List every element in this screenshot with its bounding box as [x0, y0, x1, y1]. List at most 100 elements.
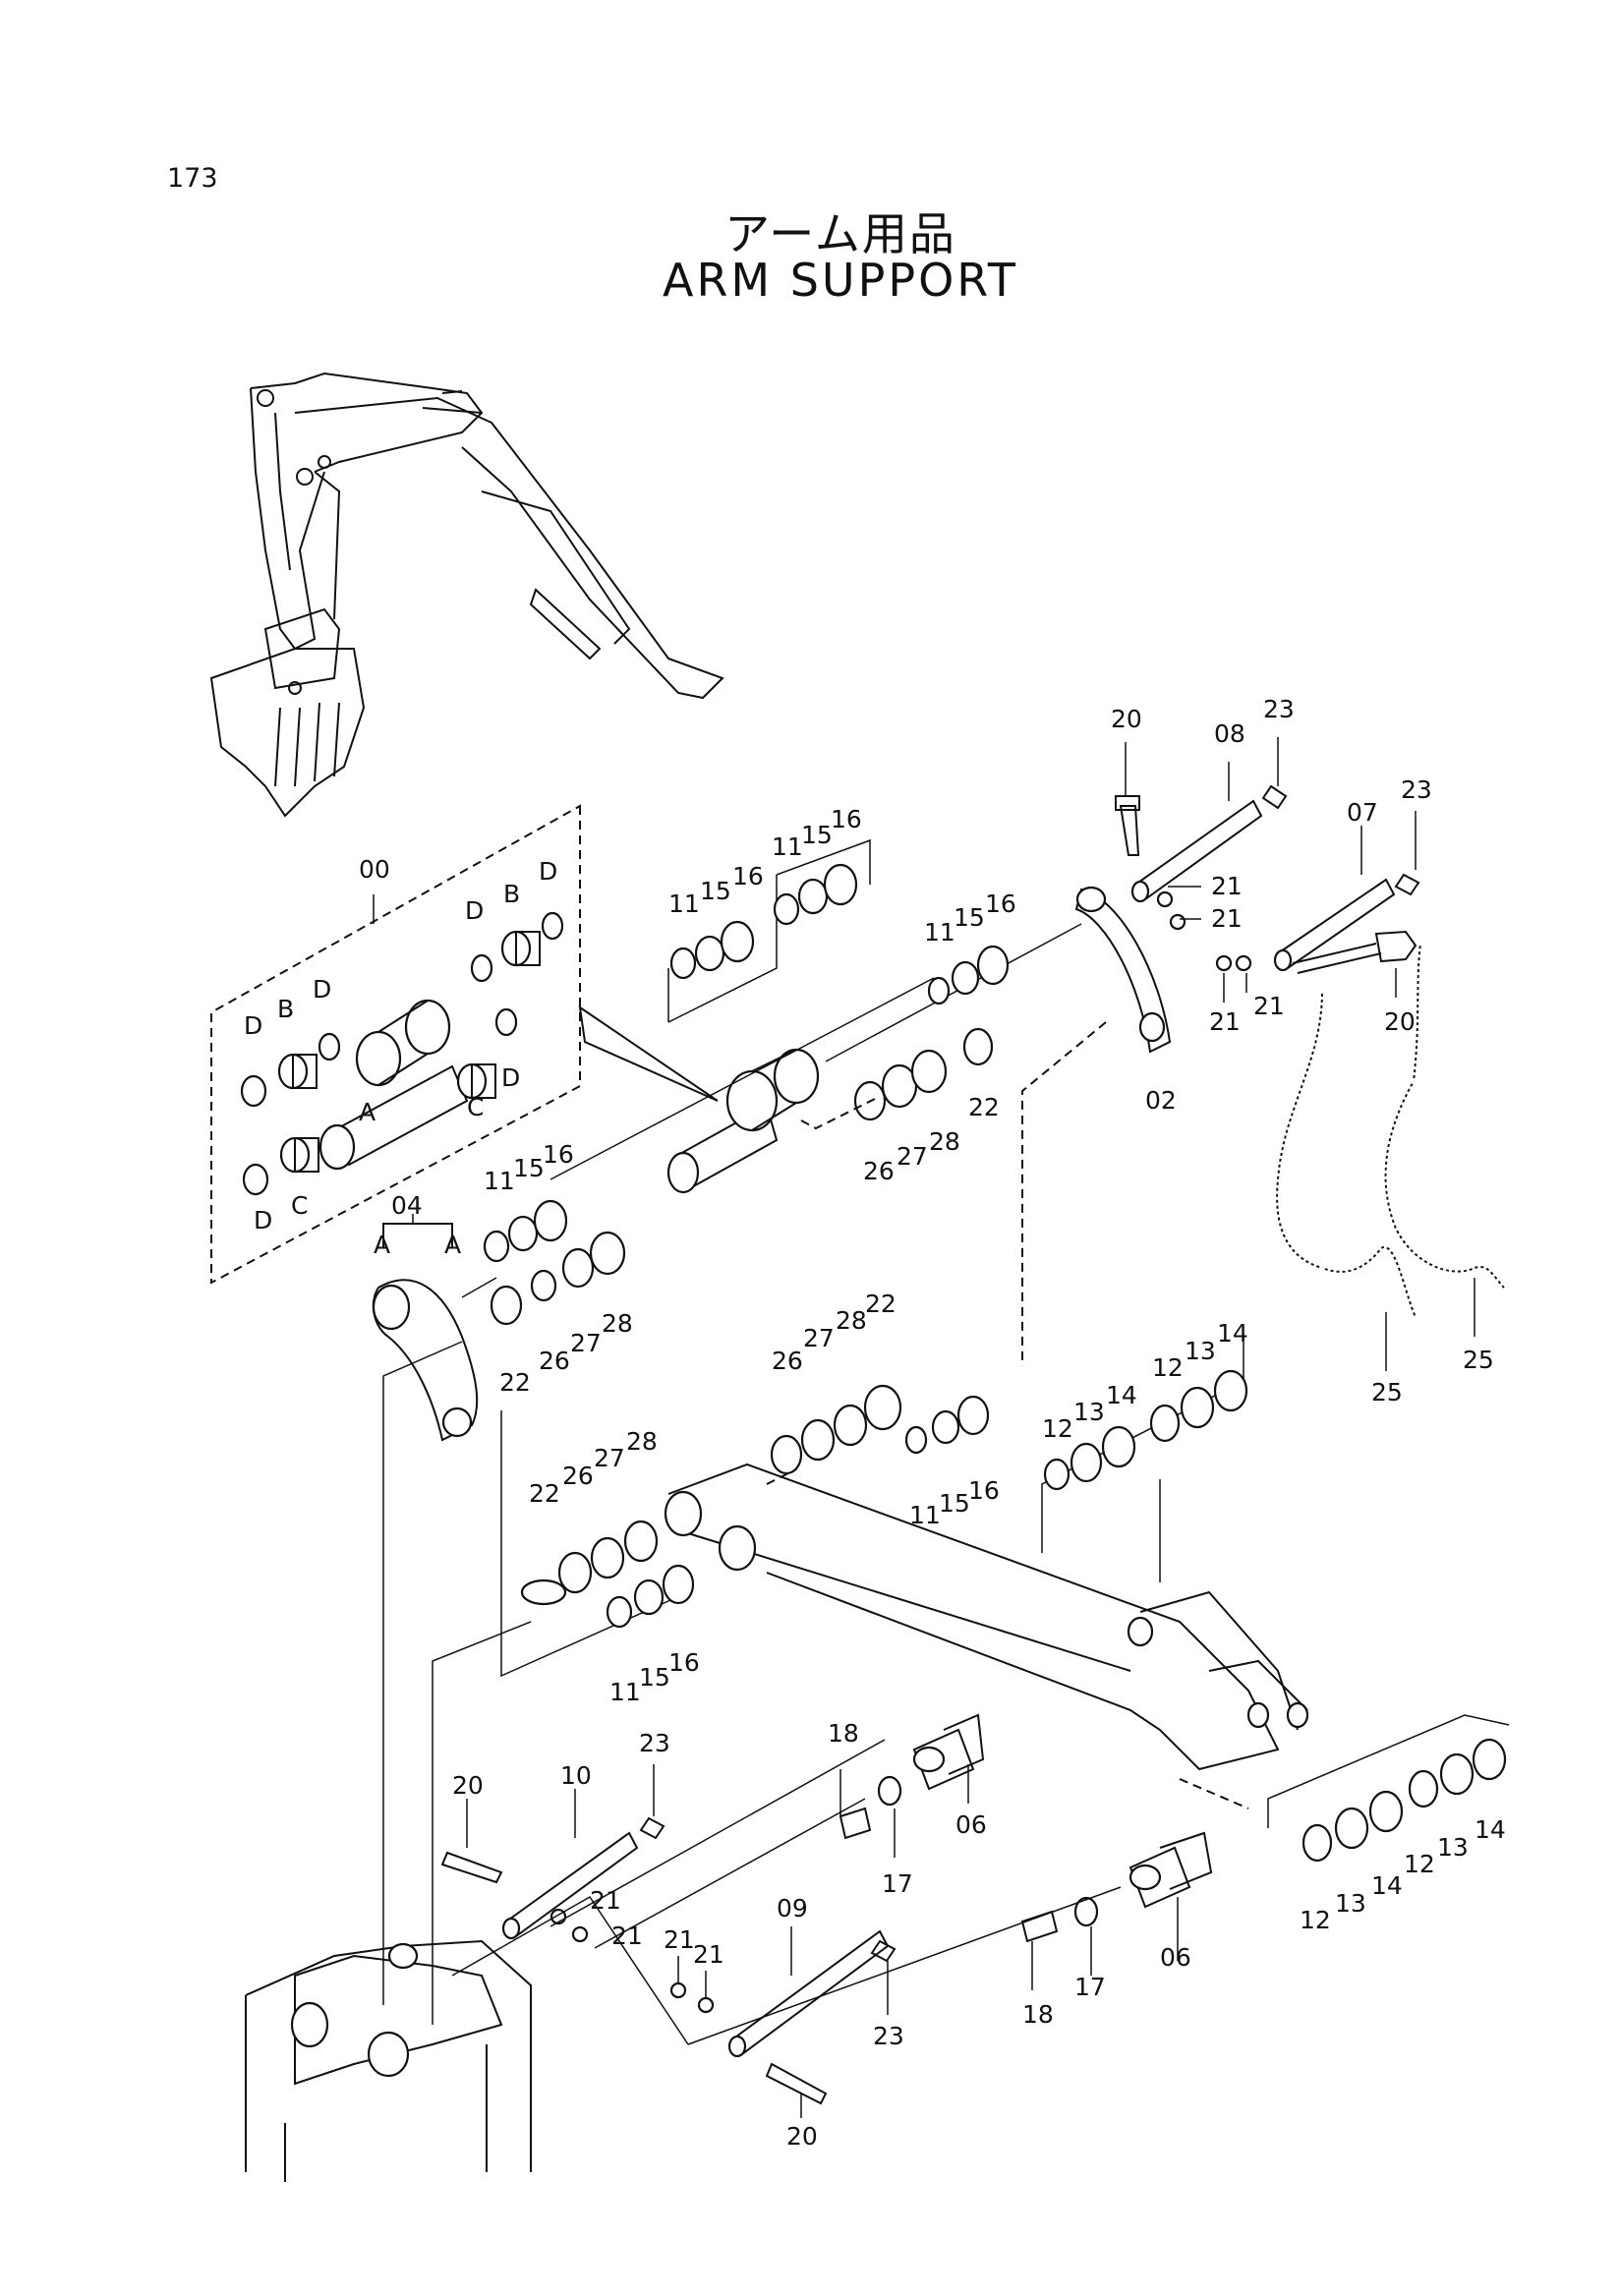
pin-10-assembly — [440, 1764, 665, 1943]
callout-14: 14 — [1106, 1381, 1137, 1409]
callout-11: 11 — [772, 832, 803, 861]
callout-11: 11 — [909, 1501, 941, 1529]
callout-27: 27 — [594, 1444, 625, 1472]
callout-13: 13 — [1073, 1398, 1105, 1426]
callout-27: 27 — [803, 1324, 835, 1352]
hoses-25 — [1274, 943, 1507, 1371]
callout-28: 28 — [602, 1309, 633, 1338]
callout-28: 28 — [929, 1127, 960, 1156]
callout-11: 11 — [484, 1167, 515, 1195]
washers-near-link-04 — [461, 1199, 626, 1326]
callout-20: 20 — [786, 2122, 818, 2151]
callout-21: 21 — [1211, 872, 1243, 900]
callout-11: 11 — [668, 890, 700, 918]
callout-15: 15 — [954, 903, 985, 932]
callout-23: 23 — [1263, 695, 1295, 723]
callout-27: 27 — [570, 1329, 602, 1357]
callout-18: 18 — [1022, 2000, 1054, 2029]
callout-B: B — [503, 880, 520, 908]
callout-23: 23 — [1401, 775, 1432, 804]
callout-26: 26 — [863, 1157, 895, 1185]
callout-15: 15 — [801, 821, 833, 849]
callout-21: 21 — [693, 1940, 724, 1969]
callout-16: 16 — [732, 862, 764, 890]
callout-16: 16 — [985, 890, 1016, 918]
callout-02: 02 — [1145, 1086, 1177, 1115]
callout-21: 21 — [664, 1925, 695, 1954]
callout-22: 22 — [968, 1093, 1000, 1121]
callout-12: 12 — [1042, 1414, 1073, 1443]
washer-groups-top — [667, 838, 1010, 1130]
callout-11: 11 — [924, 918, 955, 947]
center-pin-assembly — [550, 923, 1082, 1194]
callout-17: 17 — [1074, 1973, 1106, 2001]
pin-09-assembly — [669, 1926, 897, 2118]
callout-B: B — [277, 995, 294, 1023]
callout-D: D — [244, 1011, 262, 1040]
callout-D: D — [501, 1063, 520, 1092]
washers-left-of-arm — [500, 1410, 695, 1678]
callout-A: A — [359, 1098, 376, 1126]
callout-labels: 00 A B B C C D D D D D D 11 15 16 11 15 … — [244, 695, 1506, 2151]
callout-18: 18 — [828, 1719, 859, 1748]
kit-00-parts — [240, 911, 564, 1196]
callout-22: 22 — [865, 1290, 897, 1318]
callout-16: 16 — [543, 1140, 574, 1169]
callout-26: 26 — [562, 1462, 594, 1490]
callout-D: D — [465, 896, 484, 925]
callout-D: D — [254, 1206, 272, 1234]
pin-08-assembly — [1115, 737, 1288, 931]
callout-26: 26 — [772, 1347, 803, 1375]
callout-06: 06 — [955, 1810, 987, 1839]
callout-15: 15 — [639, 1663, 670, 1692]
callout-12: 12 — [1300, 1906, 1331, 1934]
title-english: ARM SUPPORT — [662, 254, 1018, 307]
callout-26: 26 — [539, 1347, 570, 1375]
callout-14: 14 — [1371, 1871, 1403, 1900]
callout-13: 13 — [1335, 1889, 1366, 1918]
callout-00: 00 — [359, 855, 390, 884]
callout-D: D — [539, 857, 557, 886]
callout-25: 25 — [1371, 1378, 1403, 1406]
washers-bottom-right — [1179, 1714, 1510, 1863]
callout-12: 12 — [1404, 1850, 1435, 1878]
callout-08: 08 — [1214, 719, 1245, 748]
callout-12: 12 — [1152, 1353, 1184, 1382]
callout-27: 27 — [897, 1142, 928, 1171]
callout-13: 13 — [1437, 1833, 1469, 1862]
title-japanese: アーム用品 — [724, 207, 956, 260]
callout-28: 28 — [626, 1427, 658, 1456]
bracket-02 — [1021, 886, 1172, 1366]
callout-21: 21 — [1209, 1007, 1241, 1036]
kit-00-enclosure — [210, 804, 719, 1285]
link-04 — [372, 1214, 479, 1442]
callout-09: 09 — [777, 1894, 808, 1923]
arm-body — [664, 1463, 1309, 1771]
callout-22: 22 — [499, 1368, 531, 1397]
callout-21: 21 — [590, 1886, 621, 1915]
callout-28: 28 — [836, 1306, 867, 1335]
callout-16: 16 — [668, 1648, 700, 1677]
callout-21: 21 — [1211, 904, 1243, 933]
callout-06: 06 — [1160, 1943, 1191, 1972]
callout-23: 23 — [873, 2022, 904, 2050]
washers-top-of-arm — [770, 1337, 1248, 1582]
boss-06-assemblies — [839, 1713, 1213, 1990]
callout-22: 22 — [529, 1479, 560, 1508]
callout-C: C — [467, 1093, 484, 1121]
callout-21: 21 — [611, 1922, 643, 1950]
callout-16: 16 — [968, 1476, 1000, 1505]
callout-20: 20 — [1111, 705, 1142, 733]
callout-20: 20 — [452, 1771, 484, 1800]
bucket-and-leader-lines — [245, 1341, 1122, 2182]
callout-A: A — [444, 1231, 461, 1259]
callout-10: 10 — [560, 1761, 592, 1790]
callout-11: 11 — [609, 1678, 641, 1706]
callout-D: D — [313, 975, 331, 1004]
pin-07-assembly — [1215, 811, 1420, 1003]
callout-15: 15 — [700, 877, 731, 905]
callout-14: 14 — [1475, 1815, 1506, 1844]
callout-C: C — [291, 1191, 308, 1220]
callout-04: 04 — [391, 1191, 423, 1220]
